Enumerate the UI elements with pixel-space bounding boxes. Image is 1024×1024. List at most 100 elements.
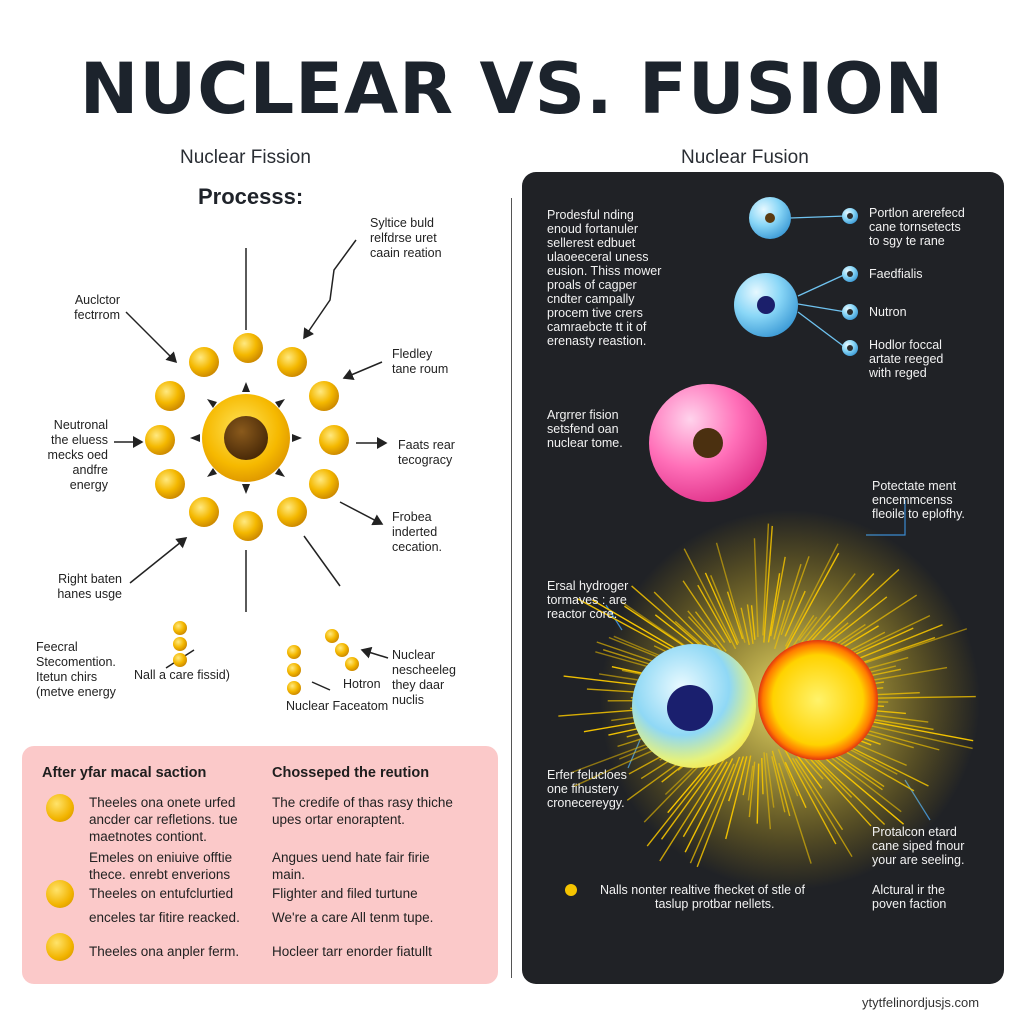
label-hotron: Hotron	[343, 677, 381, 691]
summary-bullet-2	[46, 880, 74, 908]
fusion-ray	[687, 616, 716, 646]
fusion-ray	[746, 604, 754, 644]
legend-label-2: Faedfialis	[869, 267, 923, 281]
fusion-ray	[783, 552, 840, 654]
fusion-blue-core	[667, 685, 713, 731]
arrow-lower-right	[339, 501, 384, 526]
fusion-ray	[773, 600, 785, 640]
fusion-ray	[742, 755, 752, 796]
fusion-atom-pink-core	[693, 428, 723, 458]
fusion-ray	[791, 757, 853, 858]
summary-col1-heading: After yfar macal saction	[42, 765, 207, 781]
line-hotron	[311, 681, 331, 691]
fusion-ray	[697, 584, 732, 644]
fusion-ray	[728, 756, 745, 802]
summary-col2-heading: Chosseped the reution	[272, 765, 430, 781]
summary-panel	[22, 746, 498, 984]
page-title: NUCLEAR VS. FUSION	[79, 48, 945, 130]
fusion-ray	[794, 758, 844, 831]
fission-heading: Nuclear Fission	[180, 147, 311, 168]
fusion-ray	[801, 573, 875, 652]
fusion-ray	[784, 543, 839, 647]
summary-bullet-1	[46, 794, 74, 822]
label-nalls: Nalls nonter realtive fhecket of stle of…	[600, 883, 805, 911]
footer-url: ytytfelinordjusjs.com	[862, 995, 980, 1010]
fusion-atom-medium-core	[757, 296, 775, 314]
fusion-ray	[740, 607, 750, 646]
label-nuclear-faceatom: Nuclear Faceatom	[286, 699, 389, 713]
fusion-ray	[726, 591, 744, 640]
fusion-ray	[684, 758, 734, 853]
small-nucleons	[173, 621, 359, 695]
fusion-ray	[761, 758, 764, 795]
arrow-bottom-right	[360, 646, 389, 659]
fusion-ray	[796, 573, 856, 649]
column-divider	[511, 198, 512, 978]
summary-col2-item-3: Flighter and filed turtune	[272, 886, 418, 901]
fusion-ray	[748, 761, 756, 818]
arrow-top-right	[303, 239, 357, 340]
fusion-ray	[763, 752, 772, 830]
fusion-ray	[767, 573, 781, 643]
fusion-ray	[682, 580, 726, 643]
fusion-ray	[646, 749, 725, 847]
bullet-dot	[565, 884, 577, 896]
fusion-ray	[694, 611, 727, 652]
fusion-ray	[747, 765, 754, 801]
summary-col2-item-5: Hocleer tarr enorder fiatullt	[272, 944, 432, 959]
fusion-ray	[756, 763, 760, 824]
fusion-ray	[683, 548, 737, 650]
fusion-ray	[780, 556, 810, 636]
fusion-ray	[784, 748, 837, 845]
fusion-ray	[765, 752, 775, 808]
summary-col1-item-4: enceles tar fitire reacked.	[89, 910, 240, 925]
fusion-ray	[660, 749, 727, 840]
core-spikes	[190, 382, 302, 494]
line-lower-right	[303, 535, 341, 587]
fusion-ray	[696, 756, 741, 868]
fusion-ray	[784, 761, 807, 809]
fusion-ray	[811, 746, 905, 825]
fusion-ray	[771, 750, 791, 817]
fusion-ray	[659, 746, 733, 862]
arrow-mid-right-1	[342, 361, 383, 381]
fusion-ray	[750, 605, 756, 640]
summary-col2-item-4: We're a care All tenm tupe.	[272, 910, 434, 925]
summary-col1-item-5: Theeles ona anpler ferm.	[89, 944, 240, 959]
fusion-ray	[778, 762, 812, 864]
fusion-ray	[753, 538, 759, 638]
fusion-ray	[710, 575, 740, 644]
fusion-ray	[715, 542, 746, 643]
fusion-ray	[802, 756, 824, 780]
fusion-atom-small-core	[765, 213, 775, 223]
fusion-ray	[725, 756, 748, 840]
fission-nucleons	[145, 333, 349, 541]
legend-connectors	[789, 215, 847, 349]
arrow-lower-left	[129, 537, 188, 584]
legend-label-3: Nutron	[869, 305, 907, 319]
fusion-ray	[687, 610, 727, 656]
summary-bullet-3	[46, 933, 74, 961]
fusion-ray	[798, 616, 818, 641]
fusion-ray	[777, 748, 799, 797]
fusion-ray	[704, 572, 739, 646]
arrow-top-left	[125, 311, 178, 364]
summary-col1-item-3: Theeles on entufclurtied	[89, 886, 234, 901]
fusion-ray	[784, 590, 806, 637]
label-bottom-center: Nall a care fissid)	[134, 668, 230, 682]
